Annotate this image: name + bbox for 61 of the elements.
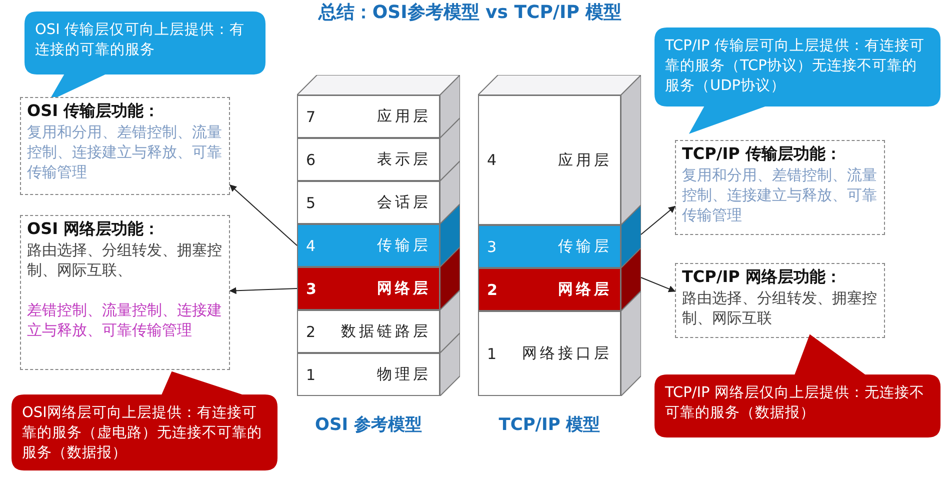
- function-box: [675, 263, 885, 338]
- layer-block: [478, 311, 621, 396]
- title: 总结：OSI参考模型 vs TCP/IP 模型: [317, 1, 623, 24]
- layer-block: [297, 310, 440, 353]
- layer-block: [478, 225, 621, 268]
- layer-number: 1: [305, 366, 317, 384]
- layer-number: 2: [305, 322, 317, 340]
- layer-name: 会话层: [376, 193, 432, 212]
- layer-number: 3: [305, 280, 318, 298]
- layer-block: [297, 181, 440, 224]
- layer-block: [478, 95, 621, 225]
- speech-callout: [655, 28, 940, 133]
- layer-number: 4: [486, 151, 498, 169]
- layer-name: 物理层: [376, 365, 432, 384]
- speech-callout: [25, 12, 265, 100]
- model-caption: TCP/IP 模型: [498, 414, 602, 436]
- arrow: [640, 206, 676, 235]
- body-text: 路由选择、分组转发、拥塞控制、网际互联、: [27, 240, 223, 280]
- layer-name: 网络接口层: [521, 344, 613, 363]
- function-box: [675, 140, 885, 235]
- layer-name: 应用层: [376, 107, 432, 126]
- layer-name: 网络层: [557, 280, 613, 299]
- layer-number: 4: [305, 236, 317, 254]
- body-text: 路由选择、分组转发、拥塞控制、网际互联: [682, 288, 878, 328]
- callout-text: TCP/IP 网络层仅向上层提供：无连接不可靠的服务（数据报）: [665, 384, 926, 423]
- layer-block: [297, 267, 440, 310]
- layer-name: 表示层: [376, 150, 432, 169]
- layer-number: 3: [486, 238, 498, 256]
- callout-text: TCP/IP 传输层可向上层提供：有连接可靠的服务（TCP协议）无连接不可靠的服务（UDP协议）: [665, 37, 926, 96]
- body-text: 差错控制、流量控制、连接建立与释放、可靠传输管理: [27, 300, 223, 340]
- arrow: [229, 184, 298, 246]
- layer-block: [297, 224, 440, 267]
- speech-callout: [655, 335, 940, 437]
- layer-number: 5: [305, 194, 317, 212]
- layer-number: 7: [305, 108, 317, 126]
- box-heading: OSI 传输层功能：: [27, 101, 161, 122]
- layer-name: 数据链路层: [340, 322, 432, 341]
- callout-text: OSI网络层可向上层提供：有连接可靠的服务（虚电路）无连接不可靠的服务（数据报）: [22, 404, 263, 463]
- body-text: 复用和分用、差错控制、流量控制、连接建立与释放、可靠传输管理: [27, 122, 223, 182]
- layer-name: 传输层: [557, 237, 613, 256]
- speech-callout: [12, 372, 277, 470]
- layer-name: 传输层: [376, 236, 432, 255]
- layer-name: 网络层: [376, 279, 432, 298]
- body-text: 复用和分用、差错控制、流量控制、连接建立与释放、可靠传输管理: [682, 165, 878, 225]
- layer-block: [297, 95, 440, 138]
- function-box: [20, 215, 230, 370]
- callout-text: OSI 传输层仅可向上层提供：有连接的可靠的服务: [35, 21, 246, 60]
- layer-number: 2: [486, 280, 498, 298]
- layer-number: 1: [486, 344, 498, 362]
- box-heading: TCP/IP 传输层功能：: [682, 144, 842, 165]
- box-heading: TCP/IP 网络层功能：: [682, 267, 842, 288]
- layer-block: [297, 138, 440, 181]
- box-heading: OSI 网络层功能：: [27, 219, 161, 240]
- model-caption: OSI 参考模型: [314, 414, 423, 436]
- layer-name: 应用层: [557, 150, 613, 170]
- arrow: [640, 277, 676, 292]
- layer-block: [297, 353, 440, 396]
- layer-number: 6: [305, 150, 317, 168]
- function-box: [20, 97, 230, 195]
- arrow: [229, 287, 298, 294]
- layer-block: [478, 268, 621, 311]
